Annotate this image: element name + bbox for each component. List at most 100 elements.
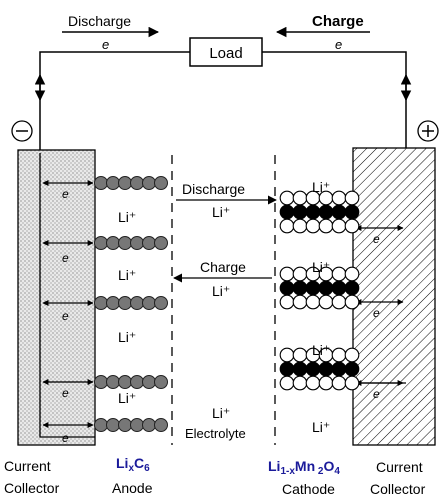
graphite-disc <box>130 236 144 250</box>
cathode-open-site <box>344 190 360 206</box>
right-current-collector <box>352 147 436 446</box>
cathode-open-site <box>318 294 334 310</box>
left-electron-arrows <box>42 180 94 428</box>
cathode-filled-site <box>344 361 360 377</box>
cathode-formula: Li1-xMn 2O4 <box>268 458 340 477</box>
cathode-li-ion-1: Li⁺ <box>312 179 330 195</box>
top-electron-left: e <box>102 37 109 52</box>
graphite-disc <box>118 176 132 190</box>
cathode-filled-site <box>331 204 347 220</box>
cathode-open-site <box>292 218 308 234</box>
graphite-disc <box>94 375 108 389</box>
right-electron-label-3: e <box>373 387 380 401</box>
anode-formula: LixC6 <box>116 455 150 474</box>
top-discharge-label: Discharge <box>68 13 131 29</box>
cathode-filled-site <box>344 204 360 220</box>
graphite-disc <box>106 418 120 432</box>
cathode-filled-site <box>331 280 347 296</box>
anode-li-ion-3: Li⁺ <box>118 329 136 345</box>
cathode-open-site <box>344 347 360 363</box>
right-collector-label-line1: Current <box>376 459 423 475</box>
middle-discharge-label: Discharge <box>182 181 245 197</box>
graphite-disc <box>94 236 108 250</box>
cathode-filled-site <box>318 280 334 296</box>
cathode-open-site <box>331 266 347 282</box>
cathode-li-ion-3: Li⁺ <box>312 342 330 358</box>
left-current-collector <box>17 149 96 446</box>
graphite-disc <box>106 236 120 250</box>
left-electron-label-2: e <box>62 251 69 265</box>
cathode-open-site <box>331 294 347 310</box>
electrolyte-label: Electrolyte <box>185 426 246 441</box>
cathode-open-site <box>292 294 308 310</box>
anode-li-ion-1: Li⁺ <box>118 209 136 225</box>
cathode-open-site <box>305 294 321 310</box>
cathode-open-site <box>344 375 360 391</box>
cathode-open-site <box>318 375 334 391</box>
cathode-filled-site <box>279 361 295 377</box>
cathode-open-site <box>292 266 308 282</box>
graphite-disc <box>106 296 120 310</box>
graphite-disc <box>118 296 132 310</box>
left-electron-label-5: e <box>62 431 69 445</box>
graphite-disc <box>94 296 108 310</box>
right-electron-label-1: e <box>373 232 380 246</box>
graphite-disc <box>130 296 144 310</box>
anode-graphite-layers <box>94 176 168 432</box>
load-label: Load <box>209 45 242 62</box>
middle-discharge-ion: Li⁺ <box>212 204 230 220</box>
wire-left <box>39 51 190 153</box>
cathode-open-site <box>305 218 321 234</box>
cathode-open-site <box>318 218 334 234</box>
graphite-disc <box>94 176 108 190</box>
cathode-open-site <box>292 347 308 363</box>
left-electron-label-1: e <box>62 187 69 201</box>
graphite-disc <box>118 418 132 432</box>
graphite-disc <box>142 176 156 190</box>
graphite-disc <box>154 176 168 190</box>
load-box <box>189 37 263 67</box>
cathode-open-site <box>279 294 295 310</box>
cathode-open-site <box>279 375 295 391</box>
cathode-open-site <box>331 190 347 206</box>
cathode-label: Cathode <box>282 481 335 497</box>
anode-label: Anode <box>112 480 153 496</box>
graphite-disc <box>106 375 120 389</box>
cathode-li-ion-4: Li⁺ <box>312 419 330 435</box>
cathode-open-site <box>279 266 295 282</box>
cathode-open-site <box>331 218 347 234</box>
cathode-open-site <box>331 347 347 363</box>
cathode-open-site <box>344 266 360 282</box>
graphite-disc <box>154 418 168 432</box>
cathode-open-site <box>292 375 308 391</box>
cathode-li-ion-2: Li⁺ <box>312 259 330 275</box>
anode-formula-li: Li <box>116 455 128 471</box>
cathode-filled-site <box>318 361 334 377</box>
cathode-filled-site <box>292 280 308 296</box>
graphite-disc <box>130 418 144 432</box>
middle-charge-label: Charge <box>200 259 246 275</box>
right-collector-label-line2: Collector <box>370 481 426 497</box>
right-electron-arrows <box>355 225 404 386</box>
cathode-filled-site <box>305 361 321 377</box>
anode-li-ion-4: Li⁺ <box>118 390 136 406</box>
cathode-open-site <box>279 347 295 363</box>
left-inner-conductor <box>39 153 95 438</box>
cathode-open-site <box>279 218 295 234</box>
cathode-open-site <box>305 375 321 391</box>
cathode-filled-site <box>279 204 295 220</box>
graphite-disc <box>142 236 156 250</box>
graphite-disc <box>142 375 156 389</box>
cathode-open-site <box>279 190 295 206</box>
cathode-filled-site <box>318 204 334 220</box>
anode-li-ion-2: Li⁺ <box>118 267 136 283</box>
cathode-filled-site <box>292 204 308 220</box>
cathode-open-site <box>344 218 360 234</box>
middle-charge-ion: Li⁺ <box>212 283 230 299</box>
cathode-filled-site <box>344 280 360 296</box>
top-electron-right: e <box>335 37 342 52</box>
graphite-disc <box>106 176 120 190</box>
graphite-disc <box>118 236 132 250</box>
cathode-spinel-clusters <box>279 190 360 391</box>
